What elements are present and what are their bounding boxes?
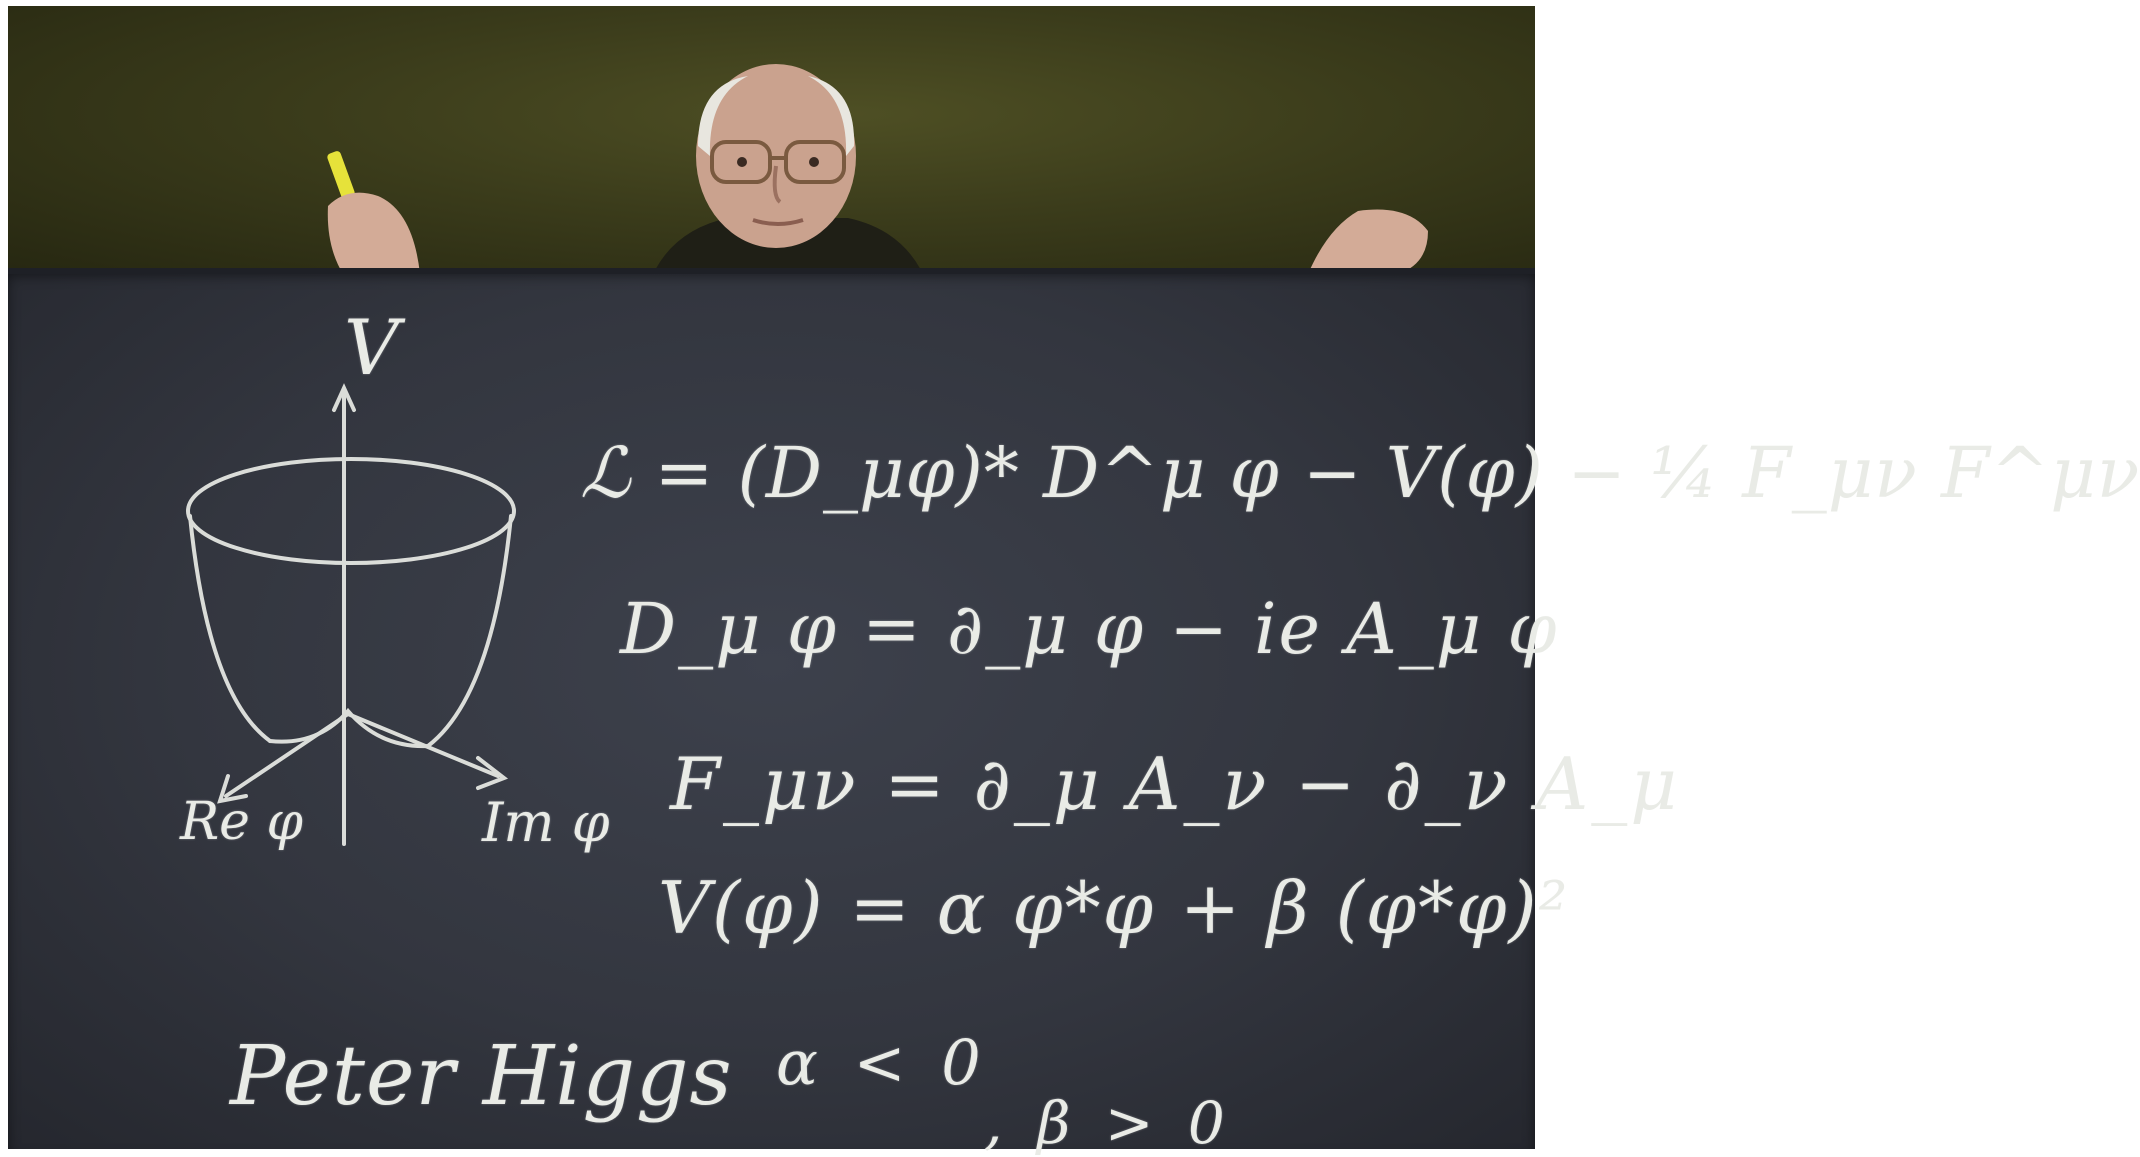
right-hand bbox=[1308, 209, 1428, 274]
left-hand bbox=[327, 192, 420, 274]
re-axis-label: Re φ bbox=[180, 792, 303, 852]
bowl-rim bbox=[186, 457, 516, 565]
chalk-stick bbox=[327, 151, 355, 199]
central-hump bbox=[268, 707, 430, 749]
eye-left bbox=[737, 157, 747, 167]
glasses-right-lens bbox=[784, 140, 846, 184]
covariant-derivative-equation: D_μ φ = ∂_μ φ − ie A_μ φ bbox=[620, 588, 1559, 670]
bowl-left-side bbox=[188, 514, 272, 743]
im-axis bbox=[346, 712, 500, 778]
blackboard bbox=[8, 268, 1535, 1149]
bowl-right-side bbox=[426, 514, 513, 748]
mouth bbox=[752, 218, 804, 226]
eye-right bbox=[809, 157, 819, 167]
glasses-left-lens bbox=[710, 140, 772, 184]
nose bbox=[772, 165, 782, 204]
signature: Peter Higgs bbox=[230, 1029, 733, 1124]
lagrangian-equation: ℒ = (D_μφ)* D^μ φ − V(φ) − ¼ F_μν F^μν bbox=[580, 432, 2140, 514]
potential-diagram bbox=[186, 383, 516, 846]
im-axis-arrow bbox=[476, 756, 509, 790]
blackboard-top-edge bbox=[8, 268, 1535, 274]
alpha-condition: α < 0 bbox=[776, 1026, 989, 1099]
vertical-axis-arrow bbox=[332, 383, 356, 412]
person-hair bbox=[698, 76, 748, 156]
beta-condition: , β > 0 bbox=[984, 1089, 1233, 1157]
re-axis bbox=[224, 712, 350, 798]
im-axis-label: Im φ bbox=[482, 791, 610, 854]
vertical-axis-label: V bbox=[344, 303, 399, 392]
photo-frame: V Re φ Im φ ℒ = (D_μφ)* D^μ φ − V(φ) − ¼… bbox=[8, 6, 2139, 1157]
field-strength-equation: F_μν = ∂_μ A_ν − ∂_ν A_μ bbox=[670, 742, 1681, 826]
potential-equation: V(φ) = α φ*φ + β (φ*φ)² bbox=[658, 866, 1570, 950]
re-axis-arrow bbox=[217, 774, 248, 804]
person-hair bbox=[808, 76, 855, 156]
